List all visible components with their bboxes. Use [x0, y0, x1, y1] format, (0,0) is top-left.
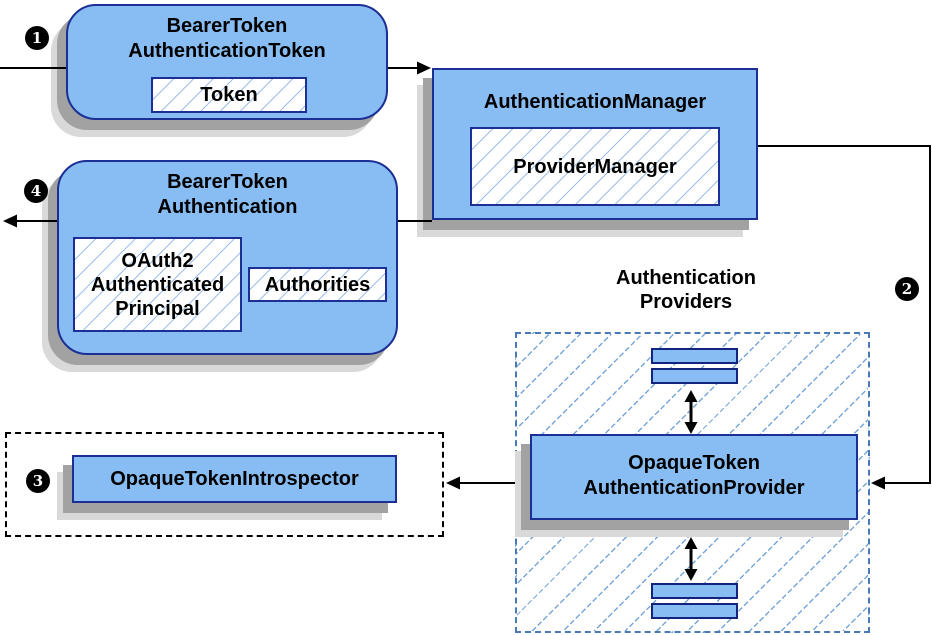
- step-1-badge: 1: [25, 26, 49, 50]
- opaque-token-authentication-provider-line1: OpaqueToken: [628, 452, 760, 474]
- authentication-return-arrowhead: [3, 214, 17, 228]
- bearer-token-authentication-token-title-line2: AuthenticationToken: [128, 40, 326, 62]
- authentication-providers-container: OpaqueToken AuthenticationProvider: [515, 332, 870, 633]
- token-box: Token: [151, 77, 307, 113]
- bearer-token-authentication-token-title-line1: BearerToken: [166, 15, 288, 37]
- token-to-manager-arrowhead: [417, 61, 431, 75]
- principal-label-line1: OAuth2: [121, 249, 194, 272]
- bearer-token-authentication-box: BearerToken Authentication OAuth2 Authen…: [57, 160, 398, 355]
- step-2-badge: 2: [895, 277, 919, 301]
- authentication-providers-heading-line1: Authentication: [616, 267, 756, 289]
- opaque-token-introspector-label: OpaqueTokenIntrospector: [110, 467, 359, 490]
- manager-to-provider-arrowhead: [871, 476, 885, 490]
- step-3-badge: 3: [26, 469, 50, 493]
- double-arrow-bottom-down-head: [684, 569, 698, 581]
- oauth2-authenticated-principal-box: OAuth2 Authenticated Principal: [73, 237, 242, 332]
- provider-manager-label: ProviderManager: [513, 155, 677, 178]
- provider-manager-box: ProviderManager: [470, 127, 720, 206]
- provider-placeholder-bar-bottom-2: [651, 603, 738, 619]
- double-arrow-top-up-head: [684, 390, 698, 402]
- authentication-manager-box: AuthenticationManager ProviderManager: [432, 68, 758, 220]
- step-4-badge: 4: [24, 179, 48, 203]
- opaque-token-authentication-provider-box: OpaqueToken AuthenticationProvider: [530, 434, 858, 520]
- bearer-token-authentication-token-box: BearerToken AuthenticationToken Token: [66, 4, 388, 120]
- provider-placeholder-bar-top-1: [651, 348, 738, 364]
- provider-placeholder-bar-bottom-1: [651, 583, 738, 599]
- introspector-container: OpaqueTokenIntrospector: [5, 432, 444, 537]
- double-arrow-bottom-up-head: [684, 537, 698, 549]
- opaque-token-authentication-provider-line2: AuthenticationProvider: [583, 477, 805, 499]
- authentication-manager-title: AuthenticationManager: [483, 91, 707, 113]
- authorities-label: Authorities: [264, 273, 371, 296]
- authentication-providers-heading: Authentication Providers: [561, 266, 811, 314]
- token-label: Token: [200, 84, 258, 106]
- opaque-token-introspector-box: OpaqueTokenIntrospector: [72, 455, 397, 503]
- provider-placeholder-bar-top-2: [651, 368, 738, 384]
- principal-label-line2: Authenticated: [90, 273, 225, 296]
- authentication-providers-heading-line2: Providers: [639, 291, 733, 313]
- double-arrow-top-down-head: [684, 422, 698, 434]
- manager-to-provider-line: [758, 145, 931, 484]
- bearer-token-authentication-title-line2: Authentication: [157, 196, 298, 218]
- bearer-token-authentication-title-line1: BearerToken: [167, 171, 288, 193]
- provider-to-introspector-arrowhead: [446, 476, 460, 490]
- authorities-box: Authorities: [248, 267, 387, 302]
- principal-label-line3: Principal: [115, 297, 200, 320]
